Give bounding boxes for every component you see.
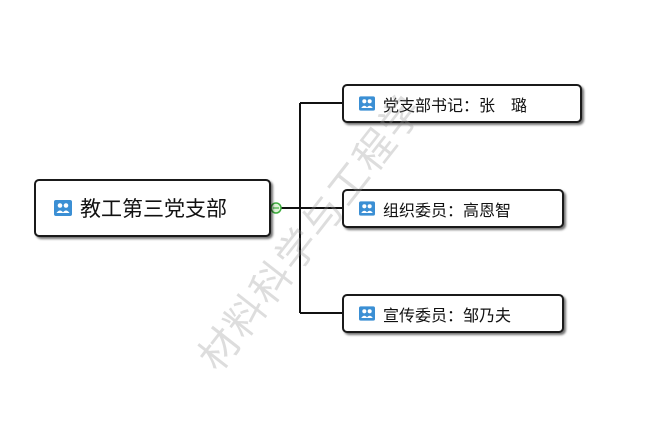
users-icon <box>54 200 72 216</box>
subtopic-label: 组织委员：高恩智 <box>383 200 512 220</box>
users-icon <box>359 201 375 216</box>
users-icon <box>359 96 375 111</box>
root-topic-node[interactable]: 教工第三党支部 <box>34 179 271 237</box>
root-topic-label: 教工第三党支部 <box>80 197 227 221</box>
subtopic-node-secretary[interactable]: 党支部书记：张 璐 <box>342 84 582 123</box>
subtopic-label: 党支部书记：张 璐 <box>383 95 528 115</box>
users-icon <box>359 306 375 321</box>
subtopic-node-organization[interactable]: 组织委员：高恩智 <box>342 189 564 228</box>
subtopic-node-publicity[interactable]: 宣传委员：邹乃夫 <box>342 294 564 333</box>
subtopic-label: 宣传委员：邹乃夫 <box>383 305 512 325</box>
